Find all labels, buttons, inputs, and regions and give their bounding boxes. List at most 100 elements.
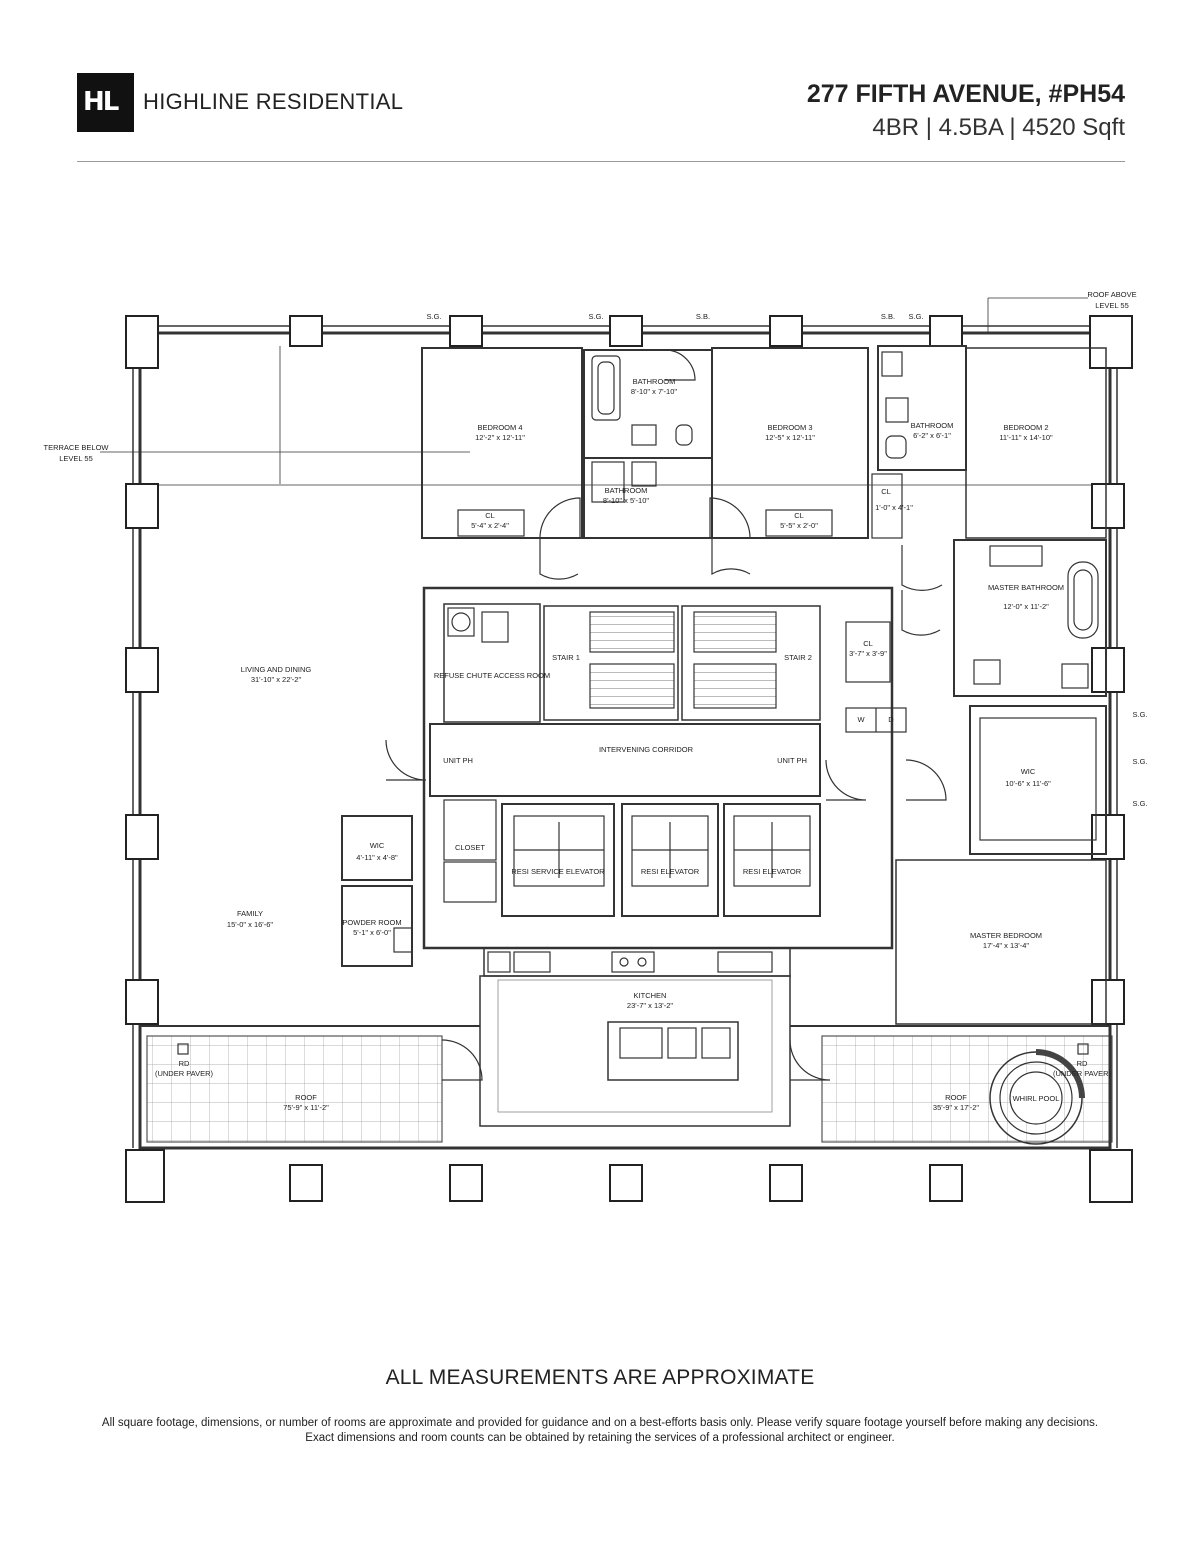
cl-4-label: CL [863,639,873,648]
bedroom-2-label: BEDROOM 2 [1003,423,1048,432]
logo-text: HL [83,87,119,117]
stair-2 [681,605,821,721]
wic-large [969,705,1107,855]
bedroom-4-label: BEDROOM 4 [477,423,522,432]
refuse-chute-room [443,603,541,723]
closet-label: CLOSET [455,843,485,852]
whirlpool-label: WHIRL POOL [1013,1094,1060,1103]
kitchen-label: KITCHEN [634,991,667,1000]
sg-label-1: S.G. [426,312,441,321]
master-bathroom-wall [953,539,1107,697]
rd-right-paver: (UNDER PAVER) [1053,1069,1112,1078]
terrace-below-label: TERRACE BELOW [43,443,109,452]
resi-elevator-2-label: RESI ELEVATOR [743,867,802,876]
unit-ph-east: UNIT PH [777,756,807,765]
roof-above-level: LEVEL 55 [1095,301,1129,310]
dryer-label: D [888,715,894,724]
refuse-label: REFUSE CHUTE ACCESS ROOM [434,671,550,680]
family-label: FAMILY [237,909,263,918]
bedroom-3-wall [711,347,869,539]
powder-label: POWDER ROOM [342,918,401,927]
kitchen-bay [479,975,791,1127]
sg-label-east-3: S.G. [1132,799,1147,808]
family-dim: 15'-0" x 16'-6" [227,920,273,929]
cl-3-label: CL [881,487,891,496]
master-bedroom-wall [895,859,1107,1025]
roof-right-dim: 35'-9" x 17'-2" [933,1103,979,1112]
roof-left-label: ROOF [295,1093,317,1102]
hall-closet [871,473,903,539]
bedroom-2-wall [965,347,1107,539]
cl-1-label: CL [485,511,495,520]
brand-logo: HL [77,73,134,132]
sg-label-2: S.G. [588,312,603,321]
powder-room [341,885,413,967]
stair-2-label: STAIR 2 [784,653,812,662]
cl-2-dim: 5'-5" x 2'-0" [780,521,818,530]
wic-large-label: WIC [1021,767,1036,776]
roof-left-dim: 75'-9" x 11'-2" [283,1103,329,1112]
roof-above-label: ROOF ABOVE [1087,290,1136,299]
stair-1-label: STAIR 1 [552,653,580,662]
sb-label-1: S.B. [696,312,710,321]
listing-address: 277 FIFTH AVENUE, #PH54 [806,80,1125,108]
kitchen-dim: 23'-7" x 13'-2" [627,1001,673,1010]
bathroom-b-wall [877,345,967,471]
roof-right-label: ROOF [945,1093,967,1102]
header-divider [77,161,1125,162]
bedroom-3-closet [765,509,833,537]
bathroom-a-dim: 8'-10" x 7'-10" [631,387,677,396]
corridor-label: INTERVENING CORRIDOR [599,745,694,754]
bedroom-4-dim: 12'-2" x 12'-11" [475,433,525,442]
living-label: LIVING AND DINING [241,665,312,674]
master-tub [1067,561,1099,639]
sg-label-east-2: S.G. [1132,757,1147,766]
master-bathroom-label: MASTER BATHROOM [988,583,1064,592]
cl-small-box [845,621,891,683]
columns [125,315,1133,1203]
bathroom-a-label: BATHROOM [633,377,676,386]
rd-right-label: RD [1077,1059,1088,1068]
brand-name: HIGHLINE RESIDENTIAL [143,89,404,114]
rd-left-label: RD [179,1059,190,1068]
bathroom-a-wall [583,349,713,459]
sg-label-east-1: S.G. [1132,710,1147,719]
rd-left-paver: (UNDER PAVER) [155,1069,214,1078]
stair-1 [543,605,679,721]
unit-ph-west: UNIT PH [443,756,473,765]
master-bedroom-label: MASTER BEDROOM [970,931,1042,940]
listing-specs: 4BR | 4.5BA | 4520 Sqft [872,114,1125,141]
wic-small [341,815,413,881]
bathroom-c-dim: 8'-10" x 5'-10" [603,496,649,505]
bedroom-3-dim: 12'-5" x 12'-11" [765,433,815,442]
terrace-below-level: LEVEL 55 [59,454,93,463]
master-bathroom-dim: 12'-0" x 11'-2" [1003,602,1049,611]
service-elevator-label: RESI SERVICE ELEVATOR [511,867,605,876]
measurements-note: ALL MEASUREMENTS ARE APPROXIMATE [385,1366,815,1389]
sb-label-2: S.B. [881,312,895,321]
washer-label: W [857,715,865,724]
disclaimer-text: All square footage, dimensions, or numbe… [101,1417,1099,1444]
resi-elevator-1 [621,803,719,917]
bathroom-c-label: BATHROOM [605,486,648,495]
resi-elevator-2 [723,803,821,917]
wic-large-dim: 10'-6" x 11'-6" [1005,779,1051,788]
bathroom-b-dim: 6'-2" x 6'-1" [913,431,951,440]
living-dim: 31'-10" x 22'-2" [251,675,302,684]
resi-elevator-1-label: RESI ELEVATOR [641,867,700,876]
bedroom-2-dim: 11'-11" x 14'-10" [999,433,1053,442]
roof-terrace-right-tiles [821,1035,1113,1143]
bathroom-b-label: BATHROOM [911,421,954,430]
cl-4-dim: 3'-7" x 3'-9" [849,649,887,658]
intervening-corridor [429,723,821,797]
cl-2-label: CL [794,511,804,520]
service-elevator [501,803,615,917]
cl-3-dim: 1'-0" x 4'-1" [875,503,913,512]
roof-terrace-left-tiles [146,1035,443,1143]
wic-small-label: WIC [370,841,385,850]
cl-1-dim: 5'-4" x 2'-4" [471,521,509,530]
closet-core [443,799,497,861]
powder-dim: 5'-1" x 6'-0" [353,928,391,937]
kitchen-island [607,1021,739,1081]
master-bedroom-dim: 17'-4" x 13'-4" [983,941,1029,950]
